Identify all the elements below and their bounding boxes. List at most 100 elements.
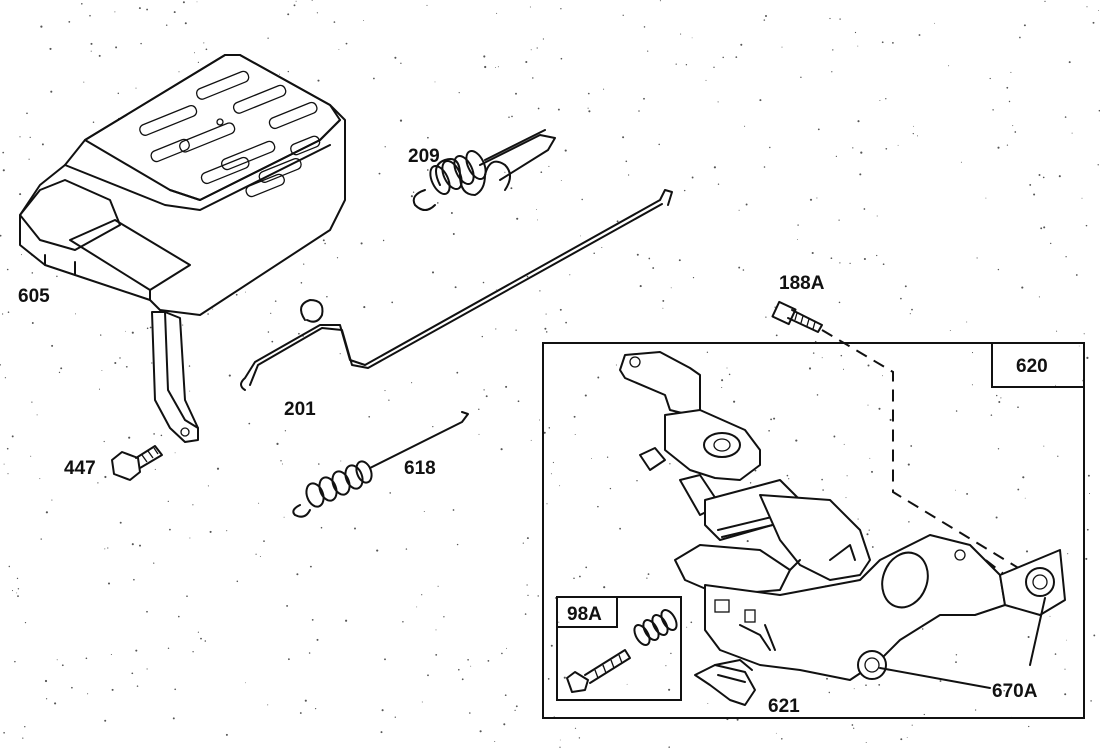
speckle-dot [1000, 397, 1002, 399]
speckle-dot [584, 394, 587, 397]
speckle-dot [786, 474, 789, 477]
speckle-dot [133, 578, 135, 581]
speckle-dot [563, 676, 566, 679]
speckle-dot [721, 379, 724, 382]
speckle-dot [788, 478, 790, 480]
speckle-dot [544, 327, 547, 330]
speckle-dot [333, 21, 336, 23]
speckle-dot [516, 217, 519, 220]
speckle-dot [100, 334, 102, 336]
speckle-dot [921, 628, 924, 630]
speckle-dot [197, 631, 199, 633]
speckle-dot [706, 351, 709, 353]
speckle-dot [691, 37, 693, 39]
speckle-dot [287, 70, 289, 73]
speckle-dot [454, 286, 457, 289]
speckle-dot [878, 684, 881, 686]
speckle-dot [1008, 100, 1011, 103]
speckle-dot [24, 621, 27, 624]
speckle-dot [881, 41, 884, 44]
speckle-dot [1056, 330, 1058, 332]
speckle-dot [1006, 144, 1009, 146]
speckle-dot [539, 290, 541, 292]
speckle-dot [603, 88, 605, 90]
speckle-dot [525, 60, 528, 64]
speckle-dot [21, 254, 22, 256]
speckle-dot [609, 487, 612, 490]
speckle-dot [1043, 445, 1045, 447]
speckle-dot [1093, 634, 1096, 637]
speckle-dot [550, 473, 552, 475]
speckle-dot [591, 457, 592, 459]
speckle-dot [363, 306, 366, 309]
speckle-dot [90, 50, 92, 52]
speckle-dot [713, 166, 716, 169]
clip-621 [694, 659, 756, 706]
speckle-dot [851, 724, 854, 726]
speckle-dot [225, 733, 228, 736]
speckle-dot [16, 577, 19, 580]
speckle-dot [1044, 0, 1046, 3]
speckle-dot [559, 485, 561, 487]
speckle-dot [478, 433, 480, 435]
speckle-dot [636, 480, 638, 482]
speckle-dot [1006, 86, 1009, 89]
speckle-dot [470, 665, 472, 667]
speckle-dot [539, 419, 540, 421]
speckle-dot [320, 526, 323, 529]
speckle-dot [478, 408, 480, 411]
speckle-dot [3, 731, 5, 734]
speckle-dot [203, 42, 205, 44]
speckle-dot [840, 354, 843, 357]
speckle-dot [45, 511, 49, 514]
speckle-dot [769, 146, 771, 149]
speckle-dot [186, 595, 188, 597]
speckle-dot [966, 321, 968, 323]
speckle-dot [104, 548, 106, 550]
speckle-dot [857, 45, 859, 47]
speckle-dot [578, 575, 581, 578]
speckle-dot [281, 463, 283, 465]
speckle-dot [423, 510, 425, 513]
speckle-dot [226, 530, 228, 532]
speckle-dot [45, 698, 48, 700]
speckle-dot [405, 548, 408, 550]
speckle-dot [515, 705, 518, 708]
speckle-dot [923, 713, 925, 716]
speckle-dot [744, 125, 746, 127]
speckle-dot [811, 251, 814, 255]
speckle-dot [876, 254, 878, 257]
speckle-dot [1065, 256, 1067, 258]
speckle-dot [283, 516, 285, 518]
speckle-dot [458, 92, 460, 94]
speckle-dot [740, 43, 743, 46]
speckle-dot [692, 276, 695, 279]
speckle-dot [705, 79, 707, 81]
speckle-dot [949, 330, 951, 331]
speckle-dot [1086, 528, 1089, 531]
speckle-dot [816, 197, 818, 199]
speckle-dot [522, 542, 524, 544]
speckle-dot [207, 313, 209, 315]
callout-447: 447 [64, 458, 96, 479]
speckle-dot [865, 684, 867, 686]
speckle-dot [547, 678, 550, 680]
speckle-dot [670, 652, 672, 655]
speckle-dot [40, 25, 43, 28]
speckle-dot [960, 161, 962, 163]
speckle-dot [774, 306, 776, 308]
speckle-dot [378, 172, 381, 175]
speckle-dot [286, 604, 289, 607]
speckle-dot [997, 146, 1000, 149]
speckle-dot [504, 171, 506, 173]
speckle-dot [136, 685, 139, 687]
control-bracket-assembly [619, 351, 1066, 681]
speckle-dot [1081, 197, 1083, 199]
speckle-dot [865, 742, 867, 743]
speckle-dot [559, 746, 561, 748]
speckle-dot [1085, 557, 1088, 560]
speckle-dot [411, 382, 413, 384]
speckle-dot [481, 335, 483, 338]
speckle-dot [427, 136, 429, 139]
speckle-dot [174, 688, 177, 691]
